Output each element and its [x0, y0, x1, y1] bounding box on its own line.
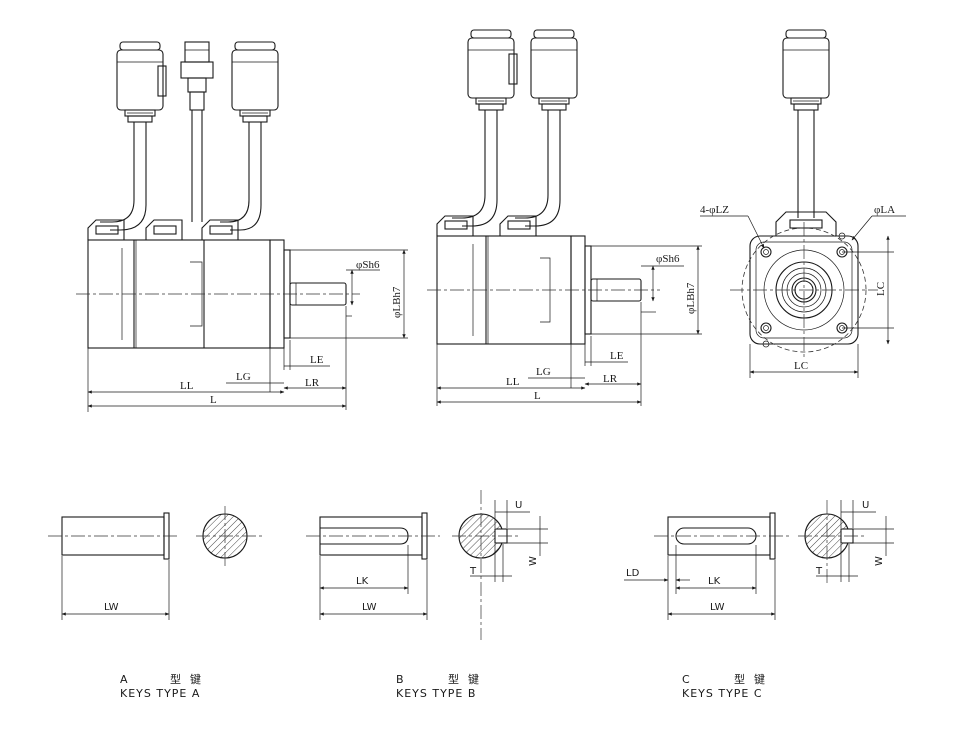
caption-letter: C: [682, 673, 691, 686]
dim-lc-horizontal: LC: [794, 360, 808, 372]
caption-cn-key: 键: [754, 672, 766, 686]
dim-u: U: [862, 500, 869, 511]
connector-plug: [530, 29, 578, 111]
caption-en: KEYS TYPE C: [682, 687, 763, 700]
key-type-b: U W T LK LW B 型 键 KEYS TYPE B: [306, 490, 548, 700]
dim-lg: LG: [536, 366, 551, 378]
dim-u: U: [515, 500, 522, 511]
dim-lr: LR: [305, 377, 320, 389]
dim-lc-vertical: LC: [875, 282, 887, 296]
caption-en: KEYS TYPE A: [120, 687, 200, 700]
caption-letter: A: [120, 673, 129, 686]
connector-plug-small: [180, 41, 214, 111]
dim-l: L: [210, 394, 217, 406]
connector-plug: [782, 29, 830, 111]
dim-holes: 4-φLZ: [700, 204, 729, 216]
dim-le: LE: [310, 354, 324, 366]
connector-plug: [231, 41, 279, 123]
motor-b-side-view: φSh6 φLBh7 LE LG LR LL L: [427, 29, 702, 406]
dim-lg: LG: [236, 371, 251, 383]
caption-cn-key: 键: [190, 672, 202, 686]
dim-ll: LL: [180, 380, 194, 392]
dim-lr: LR: [603, 373, 618, 385]
motor-front-view: 4-φLZ φLA LC LC: [700, 29, 906, 378]
dim-ld: LD: [626, 568, 640, 579]
dim-shaft-dia: φSh6: [356, 259, 380, 271]
connector-plug: [467, 29, 518, 111]
dim-le: LE: [610, 350, 624, 362]
caption-letter: B: [396, 673, 405, 686]
connector-plug: [116, 41, 167, 123]
dim-la: φLA: [874, 204, 895, 216]
dim-lk: LK: [356, 576, 369, 587]
key-type-a: LW A 型 键 KEYS TYPE A: [48, 506, 262, 700]
dim-t: T: [815, 566, 823, 577]
dim-t: T: [469, 566, 477, 577]
caption-cn-type: 型: [170, 672, 182, 686]
dim-lw: LW: [104, 602, 119, 613]
caption-en: KEYS TYPE B: [396, 687, 476, 700]
dim-w: W: [528, 556, 539, 566]
dim-flange-dia: φLBh7: [391, 286, 403, 318]
caption-cn-type: 型: [448, 672, 460, 686]
caption-cn-key: 键: [468, 672, 480, 686]
motor-a-side-view: φSh6 φLBh7 LE LG LR LL L: [76, 41, 408, 412]
dim-lk: LK: [708, 576, 721, 587]
dim-w: W: [874, 556, 885, 566]
dim-ll: LL: [506, 376, 520, 388]
dim-flange-dia: φLBh7: [685, 282, 697, 314]
dim-lw: LW: [710, 602, 725, 613]
key-type-c: U W T LD LK LW C 型 键 KEYS TYPE C: [624, 500, 894, 700]
dim-lw: LW: [362, 602, 377, 613]
caption-cn-type: 型: [734, 672, 746, 686]
dim-shaft-dia: φSh6: [656, 253, 680, 265]
dim-l: L: [534, 390, 541, 402]
